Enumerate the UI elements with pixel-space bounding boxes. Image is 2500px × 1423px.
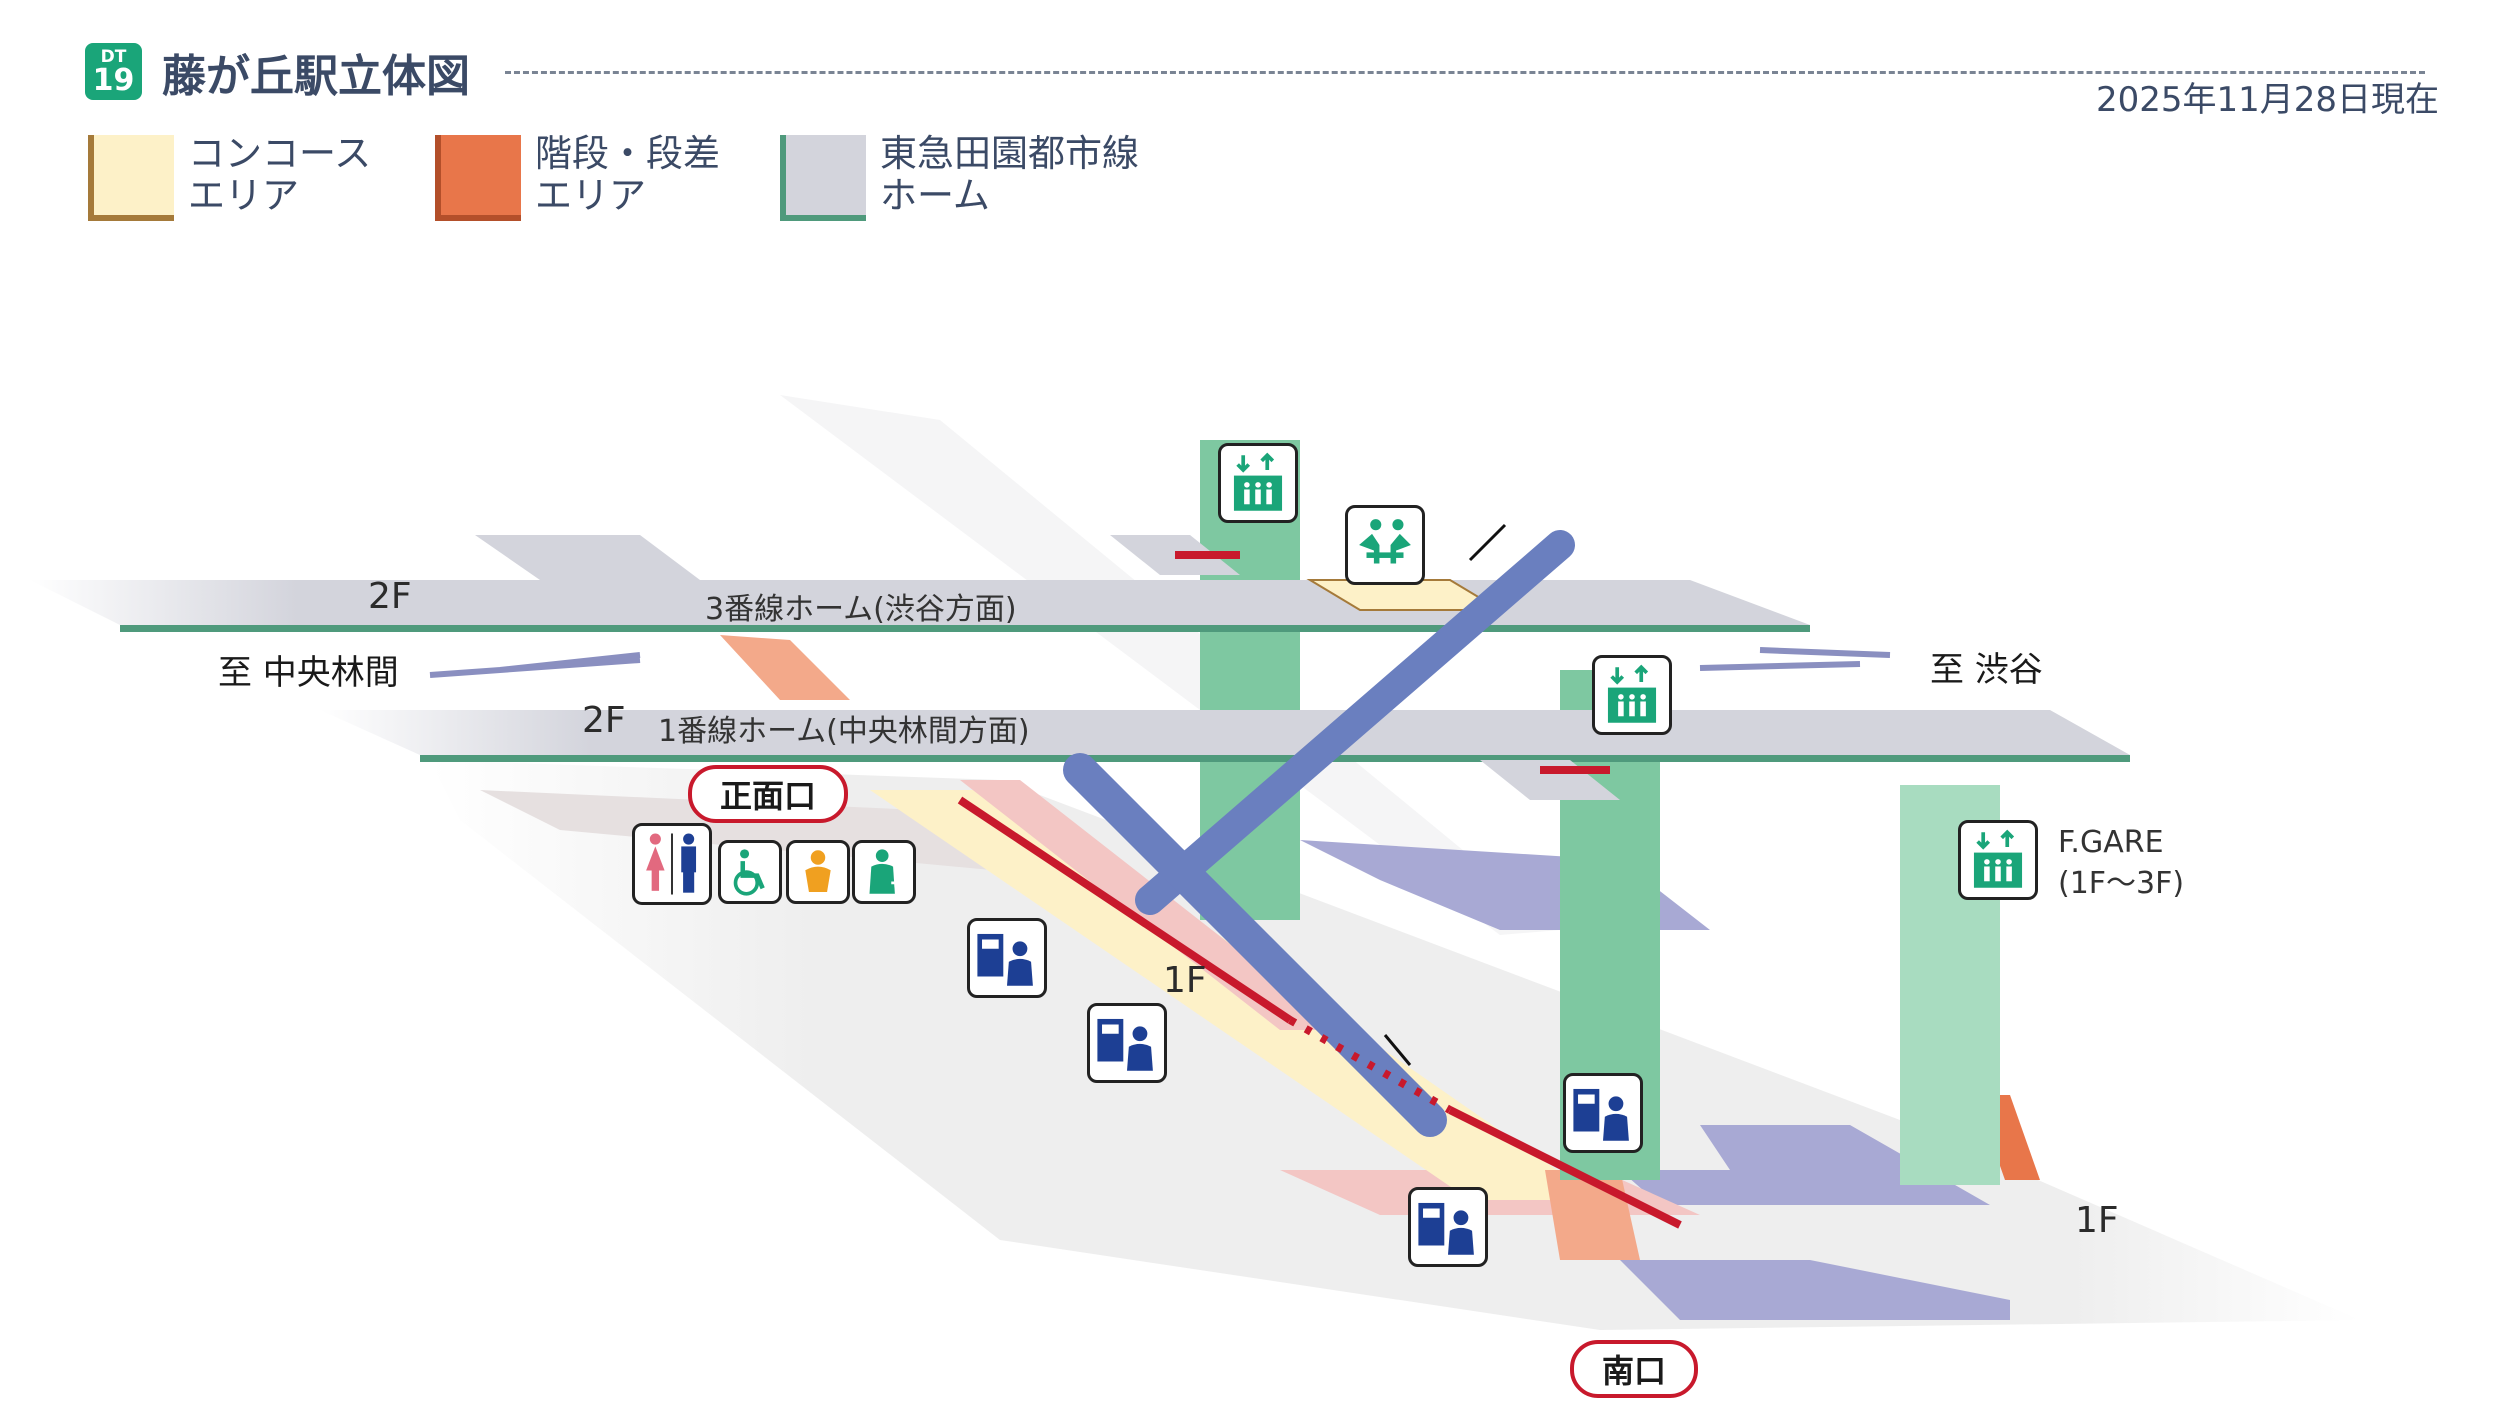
ticket-machine-icon: [1563, 1073, 1643, 1153]
stairs-upper: [720, 635, 850, 700]
platform-1-edge: [420, 755, 2130, 762]
escalator-upper: [1135, 530, 1575, 915]
building-block-2: [1620, 1125, 1990, 1205]
floor-label-1f-right: 1F: [2075, 1200, 2119, 1241]
elevator-icon: [1218, 443, 1298, 523]
ticket-machine-icon: [967, 918, 1047, 998]
page-title: 藤が丘駅立体図: [162, 51, 470, 102]
building-block-3: [1620, 1260, 2010, 1320]
accessible-route: [957, 796, 1293, 1024]
arrow-to-shibuya: [1699, 647, 1891, 671]
platform-1-label: 1番線ホーム(中央林間方面): [658, 714, 1030, 749]
waiting-area-icon: [1345, 505, 1425, 585]
platform-3-stair-top: [475, 535, 700, 580]
floor-label-2f-upper: 2F: [368, 576, 412, 617]
legend-swatch-platform: [780, 135, 866, 221]
header-divider: [505, 71, 2425, 74]
legend-label-stairs: 階段・段差エリア: [535, 132, 720, 217]
floor-label-2f-lower: 2F: [582, 700, 626, 741]
direction-to-chuorinkan: 至 中央林間: [218, 653, 399, 693]
floor-label-1f-center: 1F: [1163, 960, 1207, 1001]
ticket-machine-icon: [1408, 1187, 1488, 1267]
exit-arrow-upper: [1468, 523, 1507, 562]
accessible-route-south: [1448, 1106, 1682, 1229]
platform-1-stair-top: [1480, 760, 1620, 800]
station-number-badge: DT 19: [85, 43, 142, 100]
line-code: DT: [100, 47, 127, 67]
exit-main-label: 正面口: [688, 765, 849, 823]
fgare-name: F.GARE: [2058, 825, 2164, 860]
accessible-route-dotted: [1288, 1016, 1452, 1114]
baby-care-icon: [786, 840, 850, 904]
station-number: 19: [92, 63, 135, 98]
platform-3-edge: [120, 625, 1810, 632]
legend-label-concourse: コンコースエリア: [188, 132, 372, 217]
legend-label-platform: 東急田園都市線ホーム: [880, 132, 1139, 217]
elevator-icon: [1958, 820, 2038, 900]
legend-swatch-stairs: [435, 135, 521, 221]
legend-swatch-concourse: [88, 135, 174, 221]
exit-arrow-lower: [1383, 1034, 1412, 1066]
ticket-machine-icon: [1087, 1003, 1167, 1083]
as-of-date: 2025年11月28日現在: [2096, 80, 2440, 120]
roof-structure: [780, 395, 1560, 935]
platform-1-surface: [320, 710, 2130, 755]
platform-3-label: 3番線ホーム(渋谷方面): [705, 592, 1017, 627]
arrow-to-chuorinkan: [429, 652, 641, 678]
accessible-toilet-icon: [718, 840, 782, 904]
fgare-floors: (1F～3F): [2058, 866, 2185, 901]
ostomate-icon: [852, 840, 916, 904]
elevator-icon: [1592, 655, 1672, 735]
exit-south-label: 南口: [1570, 1340, 1699, 1398]
direction-to-shibuya: 至 渋谷: [1930, 650, 2043, 690]
ground-building-left: [480, 790, 1100, 880]
restroom-icon: [632, 823, 712, 905]
